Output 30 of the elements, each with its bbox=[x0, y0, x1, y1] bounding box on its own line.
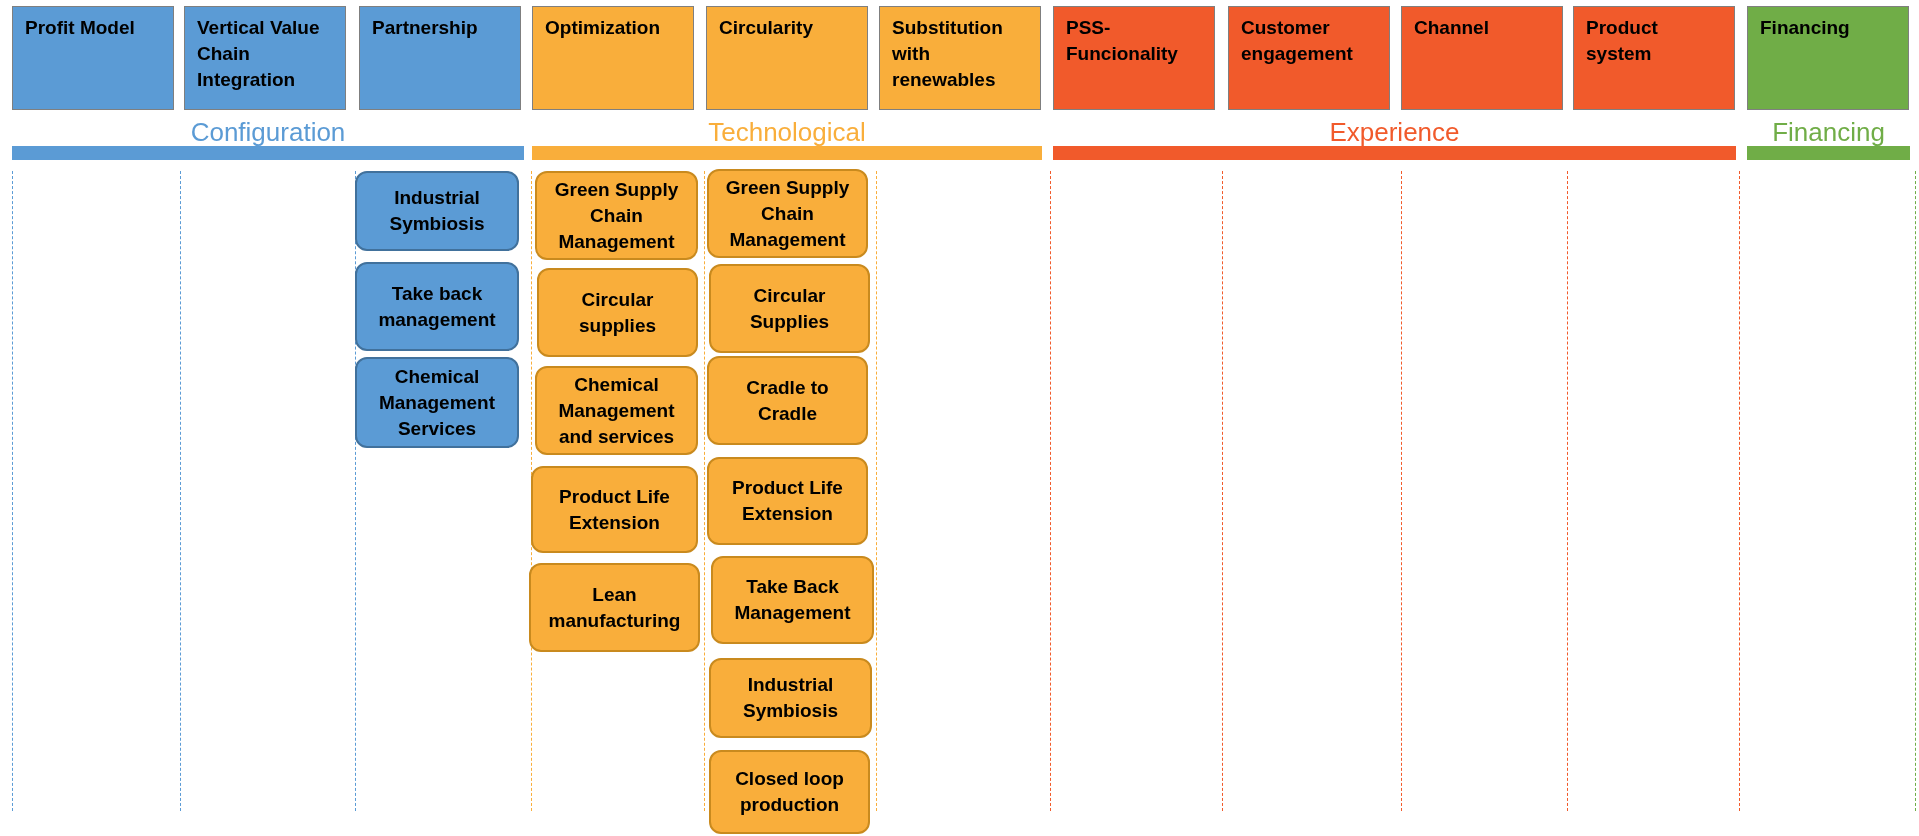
item-box: Product Life Extension bbox=[707, 457, 868, 545]
category-header-box: Profit Model bbox=[12, 6, 174, 110]
category-header-box: Channel bbox=[1401, 6, 1563, 110]
item-box: Product Life Extension bbox=[531, 466, 698, 553]
category-header-box: Optimization bbox=[532, 6, 694, 110]
category-header-box: Product system bbox=[1573, 6, 1735, 110]
group-band: Financing bbox=[1747, 118, 1910, 160]
item-box: Green Supply Chain Management bbox=[535, 171, 698, 260]
item-box: Chemical Management Services bbox=[355, 357, 519, 448]
group-band: Configuration bbox=[12, 118, 524, 160]
group-band: Technological bbox=[532, 118, 1042, 160]
item-box: Industrial Symbiosis bbox=[709, 658, 872, 738]
category-header-box: Vertical Value Chain Integration bbox=[184, 6, 346, 110]
category-header-box: Partnership bbox=[359, 6, 521, 110]
item-box: Cradle to Cradle bbox=[707, 356, 868, 445]
item-box: Circular Supplies bbox=[709, 264, 870, 353]
category-header-box: Circularity bbox=[706, 6, 868, 110]
item-box: Lean manufacturing bbox=[529, 563, 700, 652]
category-header-box: Customer engagement bbox=[1228, 6, 1390, 110]
item-box: Chemical Management and services bbox=[535, 366, 698, 455]
category-header-box: Financing bbox=[1747, 6, 1909, 110]
item-box: Closed loop production bbox=[709, 750, 870, 834]
item-box: Take Back Management bbox=[711, 556, 874, 644]
category-header-box: Substitution with renewables bbox=[879, 6, 1041, 110]
item-box: Circular supplies bbox=[537, 268, 698, 357]
item-box: Industrial Symbiosis bbox=[355, 171, 519, 251]
item-box: Take back management bbox=[355, 262, 519, 351]
item-box: Green Supply Chain Management bbox=[707, 169, 868, 258]
group-band: Experience bbox=[1053, 118, 1736, 160]
category-header-box: PSS-Funcionality bbox=[1053, 6, 1215, 110]
